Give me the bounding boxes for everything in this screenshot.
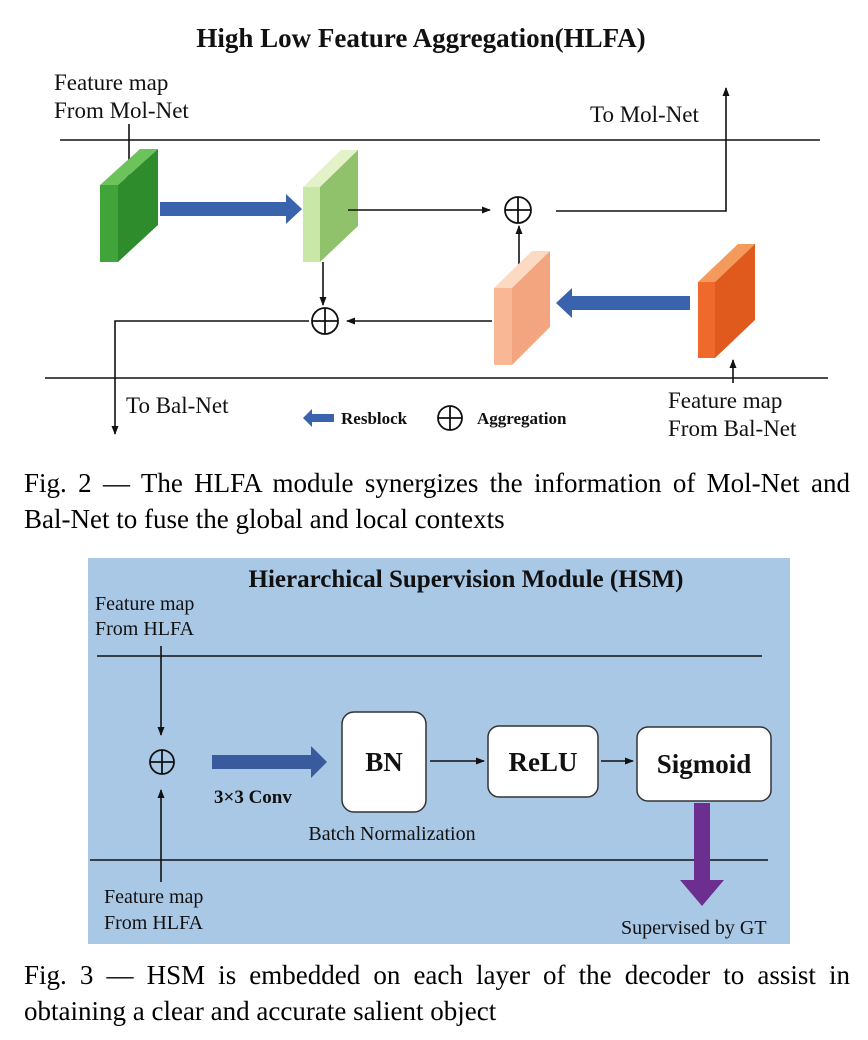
fig2-bal-resblock-output bbox=[494, 251, 550, 365]
fig2-output-bal: To Bal-Net bbox=[126, 393, 229, 418]
fig2-bottom-aggregation-icon bbox=[311, 307, 339, 335]
fig3-caption: Fig. 3 — HSM is embedded on each layer o… bbox=[24, 960, 850, 1026]
fig3-input-bottom-line2: From HLFA bbox=[104, 912, 204, 934]
fig3-supervised-label: Supervised by GT bbox=[621, 917, 767, 939]
fig2-title: High Low Feature Aggregation(HLFA) bbox=[196, 23, 645, 53]
fig2-input-bal-line1: Feature map bbox=[668, 388, 782, 413]
fig2-diagram: High Low Feature Aggregation(HLFA) Featu… bbox=[45, 23, 828, 441]
fig2-input-bal-line2: From Bal-Net bbox=[668, 416, 797, 441]
fig2-input-mol-line1: Feature map bbox=[54, 70, 168, 95]
fig3-bn-box bbox=[341, 711, 427, 813]
fig3-sigmoid-box bbox=[636, 726, 772, 802]
fig2-input-mol-line2: From Mol-Net bbox=[54, 98, 189, 123]
fig2-legend-resblock-icon bbox=[303, 409, 334, 427]
fig2-bal-feature-block bbox=[698, 244, 755, 358]
fig2-to-bal-output-arrow bbox=[111, 320, 309, 435]
fig3-input-bottom-line1: Feature map bbox=[104, 886, 203, 908]
fig2-resblock-arrow-1 bbox=[160, 194, 302, 224]
fig3-input-top-line1: Feature map bbox=[95, 593, 194, 615]
fig3-relu-box bbox=[487, 725, 599, 798]
fig2-caption: Fig. 2 — The HLFA module synergizes the … bbox=[24, 468, 850, 534]
fig3-aggregation-icon bbox=[149, 749, 175, 775]
fig2-mol-resblock-output bbox=[303, 150, 358, 262]
fig2-legend-resblock: Resblock bbox=[341, 409, 408, 428]
fig3-conv-label: 3×3 Conv bbox=[214, 787, 292, 808]
fig3-conv-arrow bbox=[212, 746, 327, 778]
fig3-supervision-arrow bbox=[680, 803, 724, 906]
fig2-output-mol: To Mol-Net bbox=[590, 102, 700, 127]
fig3-sigmoid-label: Sigmoid bbox=[657, 749, 752, 779]
fig3-bn-caption: Batch Normalization bbox=[308, 823, 475, 845]
fig3-diagram: Hierarchical Supervision Module (HSM) Fe… bbox=[88, 558, 790, 944]
fig2-to-mol-output-arrow bbox=[556, 87, 730, 212]
fig2-top-aggregation-icon bbox=[504, 196, 532, 224]
fig2-resblock-arrow-2 bbox=[556, 288, 690, 318]
fig2-legend-aggregation-icon bbox=[437, 405, 463, 431]
fig3-bn-label: BN bbox=[365, 747, 403, 777]
fig3-relu-label: ReLU bbox=[509, 747, 578, 777]
fig3-input-top-line2: From HLFA bbox=[95, 618, 195, 640]
fig2-legend-aggregation: Aggregation bbox=[477, 409, 567, 428]
fig3-title: Hierarchical Supervision Module (HSM) bbox=[249, 566, 684, 593]
fig2-mol-feature-block bbox=[100, 149, 158, 262]
